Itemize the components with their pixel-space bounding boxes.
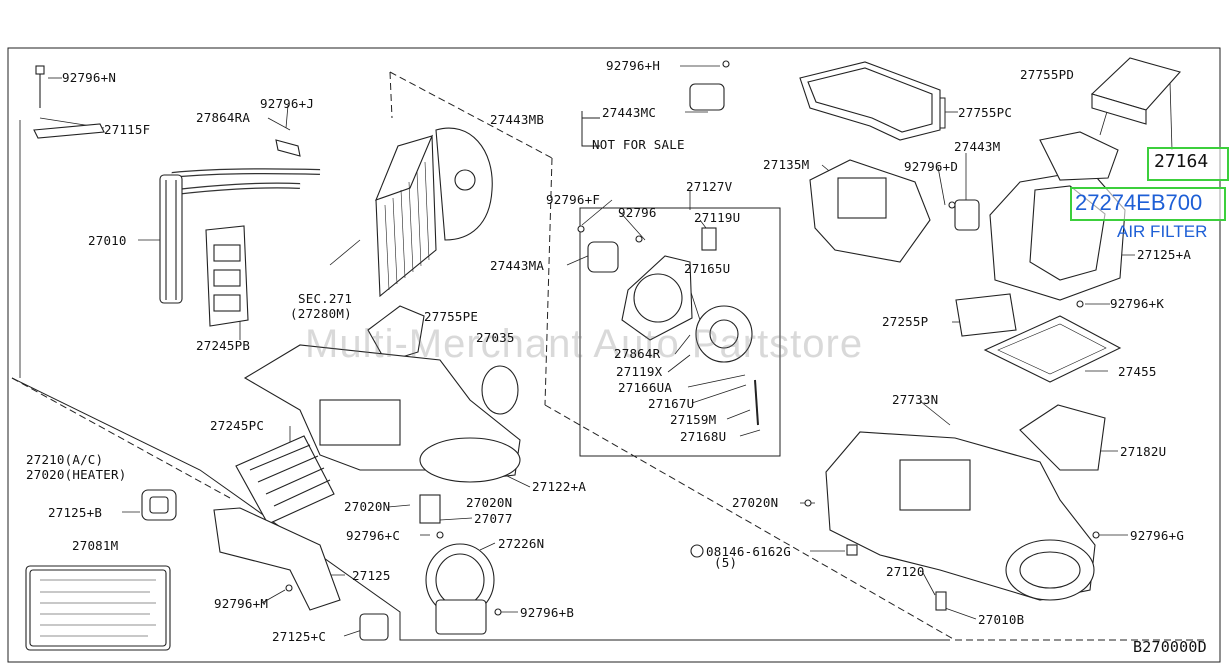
callout-92796C[interactable]: 92796+C xyxy=(346,528,401,543)
callout-27210[interactable]: 27210(A/C) xyxy=(26,452,104,467)
callout-27443M[interactable]: 27443M xyxy=(954,139,1001,154)
callout-27245PB[interactable]: 27245PB xyxy=(196,338,251,353)
callout-27122A[interactable]: 27122+A xyxy=(532,479,587,494)
callout-27165U[interactable]: 27165U xyxy=(684,261,731,276)
callout-27280M[interactable]: (27280M) xyxy=(290,306,352,321)
callout-27020N-right[interactable]: 27020N xyxy=(732,495,779,510)
callout-sec271[interactable]: SEC.271 xyxy=(298,291,353,306)
callout-92796D[interactable]: 92796+D xyxy=(904,159,959,174)
callout-27020-heater[interactable]: 27020(HEATER) xyxy=(26,467,127,482)
air-filter-caption: AIR FILTER xyxy=(1117,222,1208,241)
callout-27443MA[interactable]: 27443MA xyxy=(490,258,545,273)
callout-92796G[interactable]: 92796+G xyxy=(1130,528,1185,543)
highlight-box-27164[interactable] xyxy=(1147,147,1229,181)
callout-27081M[interactable]: 27081M xyxy=(72,538,119,553)
callout-27125C[interactable]: 27125+C xyxy=(272,629,327,644)
callout-27010[interactable]: 27010 xyxy=(88,233,127,248)
callout-92796H[interactable]: 92796+H xyxy=(606,58,661,73)
callout-27125B[interactable]: 27125+B xyxy=(48,505,103,520)
callout-92796F[interactable]: 92796+F xyxy=(546,192,601,207)
callout-27226N[interactable]: 27226N xyxy=(498,536,545,551)
callout-92796N[interactable]: 92796+N xyxy=(62,70,117,85)
callout-27010B[interactable]: 27010B xyxy=(978,612,1025,627)
callout-27443MB[interactable]: 27443MB xyxy=(490,112,545,127)
callout-27168U[interactable]: 27168U xyxy=(680,429,727,444)
callout-27020N-mid[interactable]: 27020N xyxy=(466,495,513,510)
callout-27755PE[interactable]: 27755PE xyxy=(424,309,479,324)
callout-92796K[interactable]: 92796+K xyxy=(1110,296,1165,311)
callout-08146-6162G[interactable]: 08146-6162G xyxy=(706,544,791,559)
callout-27135M[interactable]: 27135M xyxy=(763,157,810,172)
callout-92796J[interactable]: 92796+J xyxy=(260,96,315,111)
diagram-frame xyxy=(7,47,1221,663)
highlight-box-27274EB700[interactable] xyxy=(1070,187,1226,221)
callout-27035[interactable]: 27035 xyxy=(476,330,515,345)
callout-27120[interactable]: 27120 xyxy=(886,564,925,579)
callout-92796M[interactable]: 92796+M xyxy=(214,596,269,611)
callout-27115F[interactable]: 27115F xyxy=(104,122,151,137)
motor-group-box xyxy=(579,207,781,457)
callout-27733N[interactable]: 27733N xyxy=(892,392,939,407)
callout-27119U[interactable]: 27119U xyxy=(694,210,741,225)
callout-92796[interactable]: 92796 xyxy=(618,205,657,220)
callout-27755PD[interactable]: 27755PD xyxy=(1020,67,1075,82)
callout-27125[interactable]: 27125 xyxy=(352,568,391,583)
callout-27077[interactable]: 27077 xyxy=(474,511,513,526)
callout-27125A[interactable]: 27125+A xyxy=(1137,247,1192,262)
diagram-code: B270000D xyxy=(1133,638,1207,656)
callout-27245PC[interactable]: 27245PC xyxy=(210,418,265,433)
callout-27167U[interactable]: 27167U xyxy=(648,396,695,411)
assembly-boundary xyxy=(11,71,1205,641)
callout-27119X[interactable]: 27119X xyxy=(616,364,663,379)
callout-27864R[interactable]: 27864R xyxy=(614,346,661,361)
callout-27255P[interactable]: 27255P xyxy=(882,314,929,329)
callout-27020N-left[interactable]: 27020N xyxy=(344,499,391,514)
callout-92796B[interactable]: 92796+B xyxy=(520,605,575,620)
watermark: Multi-Merchant Auto Partstore xyxy=(305,322,864,366)
part-number-27274EB700[interactable]: 27274EB700 xyxy=(1075,190,1203,215)
part-number-27164[interactable]: 27164 xyxy=(1154,151,1209,172)
callout-27166UA[interactable]: 27166UA xyxy=(618,380,673,395)
callout-27443MC[interactable]: 27443MC xyxy=(602,105,657,120)
callout-27182U[interactable]: 27182U xyxy=(1120,444,1167,459)
callout-27159M[interactable]: 27159M xyxy=(670,412,717,427)
callout-qty-5: (5) xyxy=(714,555,738,570)
callout-27455[interactable]: 27455 xyxy=(1118,364,1157,379)
callout-27864RA[interactable]: 27864RA xyxy=(196,110,251,125)
callout-27127V[interactable]: 27127V xyxy=(686,179,733,194)
callout-not-for-sale: NOT FOR SALE xyxy=(592,137,685,152)
callout-27755PC[interactable]: 27755PC xyxy=(958,105,1013,120)
lower-region-line xyxy=(11,377,950,641)
